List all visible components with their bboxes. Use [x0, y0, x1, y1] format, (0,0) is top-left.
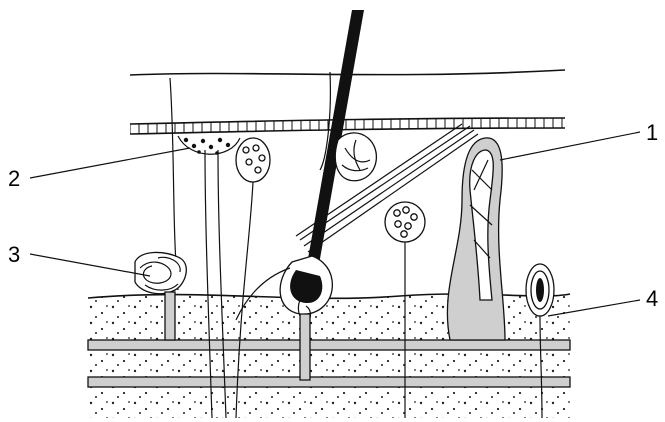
- capillary-loop: [447, 138, 505, 340]
- label-4: 4: [646, 286, 658, 311]
- label-2: 2: [8, 166, 20, 191]
- label-3: 3: [8, 242, 20, 267]
- label-1: 1: [646, 120, 658, 145]
- sebaceous-gland: [335, 133, 376, 181]
